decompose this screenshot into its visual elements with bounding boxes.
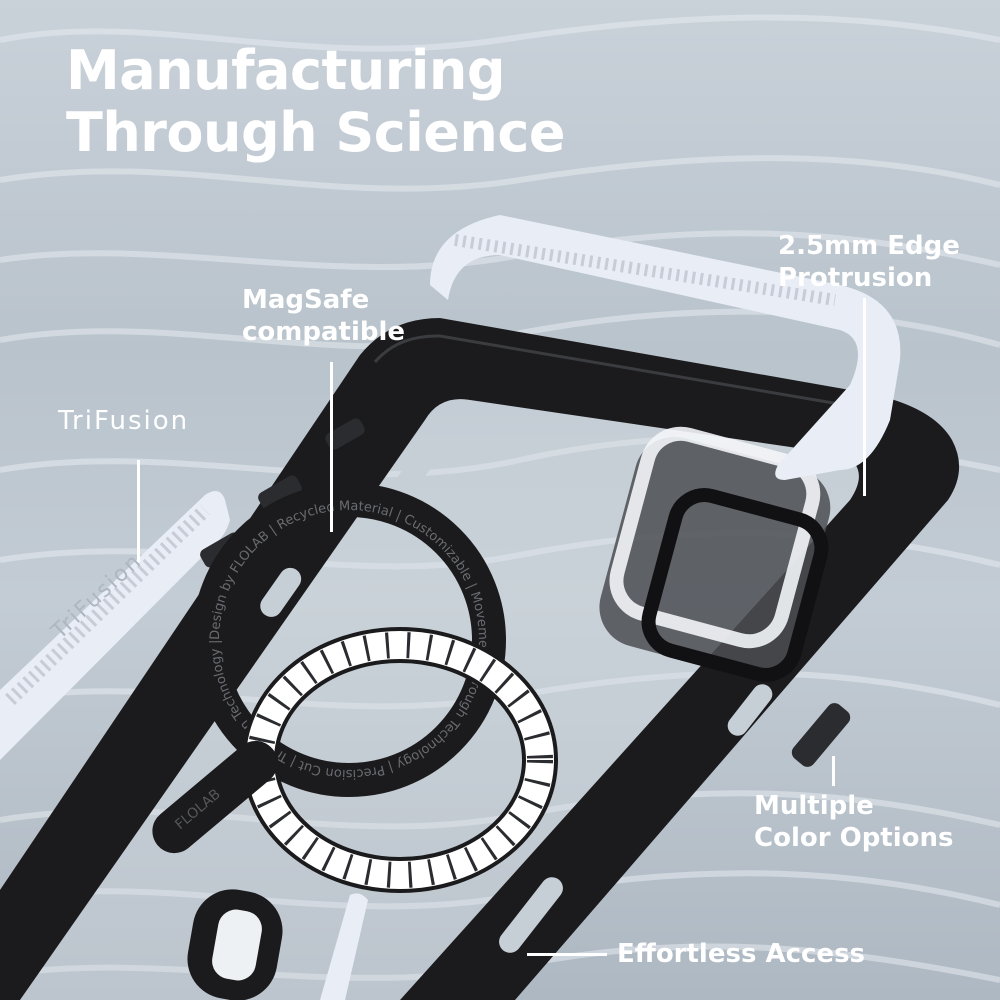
color-leader-line — [832, 756, 835, 786]
edge-protrusion-label: 2.5mm Edge Protrusion — [778, 230, 960, 294]
edge-label-line-2: Protrusion — [778, 263, 933, 293]
magsafe-label-line-1: MagSafe — [242, 285, 370, 315]
color-label-line-2: Color Options — [754, 823, 954, 853]
effortless-access-label: Effortless Access — [617, 939, 866, 969]
title-line-2: Through Science — [66, 101, 565, 164]
magsafe-leader-line — [330, 362, 333, 532]
access-leader-line — [527, 953, 607, 956]
magsafe-label-line-2: compatible — [242, 317, 406, 347]
trifusion-logo: TriFusion — [58, 406, 190, 436]
title-line-1: Manufacturing — [66, 39, 505, 102]
page-title: Manufacturing Through Science — [66, 40, 565, 164]
camera-module — [599, 426, 831, 682]
trifusion-leader-line — [137, 460, 140, 562]
white-bumper — [430, 215, 901, 480]
color-label-line-1: Multiple — [754, 791, 874, 821]
edge-leader-line — [863, 298, 866, 496]
edge-label-line-1: 2.5mm Edge — [778, 231, 960, 261]
color-options-label: Multiple Color Options — [754, 790, 954, 854]
bottom-slot-piece — [187, 889, 368, 1000]
magsafe-label: MagSafe compatible — [242, 284, 405, 348]
